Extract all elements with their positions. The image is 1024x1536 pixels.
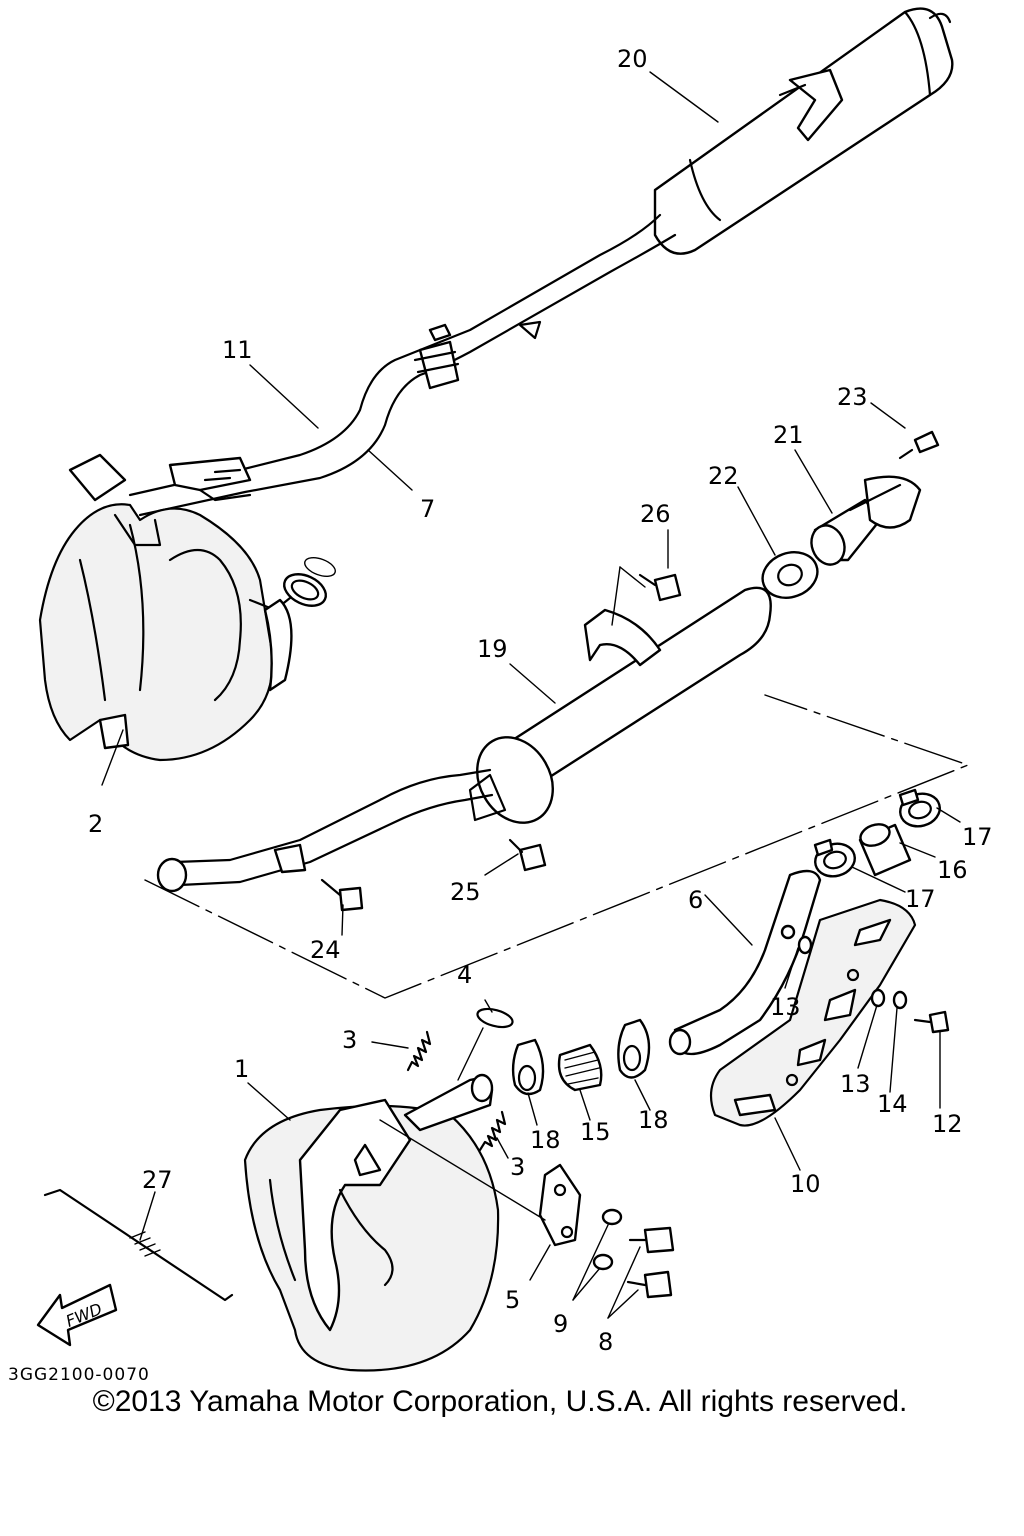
heat-guard-10 xyxy=(709,898,917,1127)
washers-13-14 xyxy=(797,935,908,1010)
callout-15: 15 xyxy=(580,1118,611,1146)
callout-7: 9 xyxy=(553,1310,568,1338)
clamp-assembly-11 xyxy=(168,456,252,502)
bolts-6 xyxy=(626,1226,675,1299)
pipe-8 xyxy=(668,869,822,1056)
callout-17b: 17 xyxy=(905,885,936,913)
callout-3a: 3 xyxy=(342,1026,357,1054)
o-ring-4 xyxy=(476,1007,514,1029)
callout-5: 5 xyxy=(505,1286,520,1314)
callout-10: 10 xyxy=(790,1170,821,1198)
fwd-arrow-icon: FWD xyxy=(36,1283,118,1347)
clamp-18-right xyxy=(617,1018,651,1079)
silencer-19 xyxy=(468,586,772,824)
callout-4: 4 xyxy=(457,961,472,989)
callout-25: 25 xyxy=(450,878,481,906)
sleeve-15 xyxy=(557,1043,603,1092)
callout-3b: 3 xyxy=(510,1153,525,1181)
bracket-5 xyxy=(538,1163,582,1247)
callout-19: 19 xyxy=(477,635,508,663)
catalog-code: 3GG2100-0070 xyxy=(8,1365,150,1385)
leader-lines xyxy=(101,71,961,1319)
bolt-24 xyxy=(320,878,364,912)
clamp-17-lower xyxy=(813,838,856,878)
callout-18b: 18 xyxy=(638,1106,669,1134)
callout-12: 12 xyxy=(932,1110,963,1138)
washers-7 xyxy=(592,1208,623,1271)
clamp-18-left xyxy=(511,1038,545,1096)
callout-23: 23 xyxy=(837,383,868,411)
callout-13a: 13 xyxy=(770,993,801,1021)
gasket-22 xyxy=(761,551,819,599)
bolt-12 xyxy=(913,1010,950,1034)
silencer-pipe xyxy=(156,768,494,893)
callout-8: 6 xyxy=(688,886,703,914)
callout-17a: 17 xyxy=(962,823,993,851)
callout-21: 21 xyxy=(773,421,804,449)
spring-hook-27 xyxy=(43,1188,234,1302)
callout-6: 8 xyxy=(598,1328,613,1356)
callout-22: 22 xyxy=(708,462,739,490)
callout-20: 20 xyxy=(617,45,648,73)
callout-13b: 13 xyxy=(840,1070,871,1098)
callout-24: 24 xyxy=(310,936,341,964)
callout-9: 7 xyxy=(420,495,435,523)
callout-labels: 20 11 7 2 23 21 22 26 19 25 24 17 16 17 … xyxy=(8,45,993,1385)
sleeve-16 xyxy=(858,823,912,877)
end-cap-21 xyxy=(810,475,922,566)
spring-3-lower xyxy=(478,1110,507,1152)
callout-1: 1 xyxy=(234,1055,249,1083)
silencer-box-outline xyxy=(144,694,971,999)
spring-3-upper xyxy=(406,1030,432,1072)
exhaust-pipe-9 xyxy=(128,213,677,517)
callout-11: 11 xyxy=(222,336,253,364)
bolt-25 xyxy=(508,838,547,872)
clamp-17-upper xyxy=(898,788,941,828)
bolt-23 xyxy=(898,430,940,460)
muffler-20 xyxy=(653,7,954,255)
bolt-26 xyxy=(638,573,682,602)
callout-27: 27 xyxy=(142,1166,173,1194)
chamber-1 xyxy=(243,1073,500,1372)
callout-18a: 18 xyxy=(530,1126,561,1154)
chamber-2 xyxy=(38,453,336,762)
callout-16: 16 xyxy=(937,856,968,884)
callout-14: 14 xyxy=(877,1090,908,1118)
callout-2: 2 xyxy=(88,810,103,838)
copyright-notice: ©2013 Yamaha Motor Corporation, U.S.A. A… xyxy=(92,1385,908,1418)
callout-26: 26 xyxy=(640,500,671,528)
